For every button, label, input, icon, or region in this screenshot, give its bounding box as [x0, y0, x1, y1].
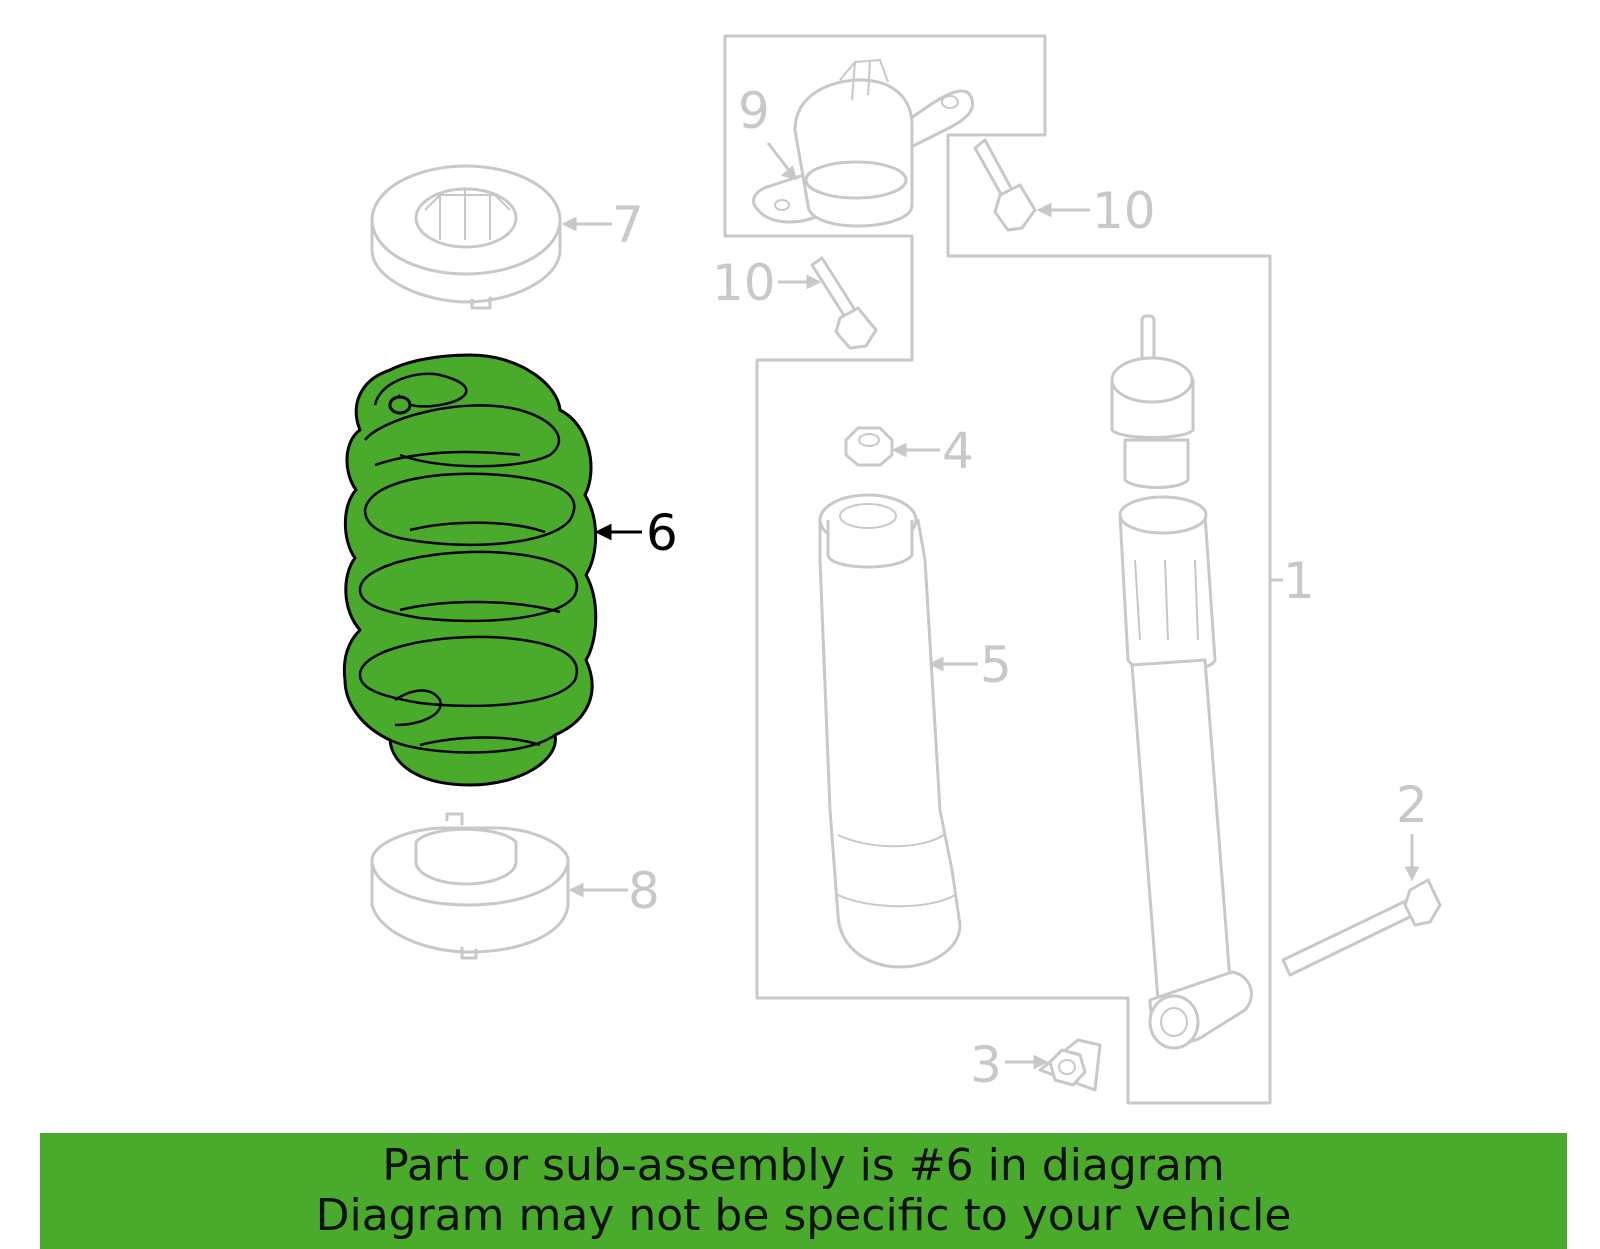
part-10-bolt-upper[interactable]: [973, 138, 1037, 232]
info-banner: Part or sub-assembly is #6 in diagram Di…: [40, 1133, 1567, 1249]
callout-1[interactable]: 1: [1283, 552, 1315, 610]
group-box-9: [723, 34, 1272, 1105]
part-1-shock-absorber[interactable]: [1110, 314, 1253, 1050]
part-9-upper-mount[interactable]: [752, 58, 975, 228]
part-5-dust-boot[interactable]: [818, 493, 962, 969]
callout-4[interactable]: 4: [942, 422, 974, 480]
parts-diagram: 1 2 3 4 5 6 7 8 9 10 10: [342, 34, 1442, 1105]
part-4-nut[interactable]: [844, 426, 894, 467]
part-8-lower-spring-seat[interactable]: [370, 812, 570, 960]
callout-8[interactable]: 8: [628, 862, 660, 920]
callout-10-upper[interactable]: 10: [1092, 182, 1156, 240]
callout-10-lower[interactable]: 10: [712, 254, 776, 312]
part-6-coil-spring[interactable]: [342, 353, 598, 787]
callout-3[interactable]: 3: [970, 1036, 1002, 1094]
part-2-bolt[interactable]: [1281, 878, 1442, 977]
part-10-bolt-lower[interactable]: [810, 256, 878, 350]
part-7-upper-spring-seat[interactable]: [370, 164, 562, 310]
callout-2[interactable]: 2: [1396, 776, 1428, 834]
callout-5[interactable]: 5: [980, 636, 1012, 694]
callout-9[interactable]: 9: [738, 82, 770, 140]
part-3-nut-plate[interactable]: [1038, 1038, 1102, 1092]
banner-line-1: Part or sub-assembly is #6 in diagram: [382, 1140, 1225, 1191]
banner-line-2: Diagram may not be specific to your vehi…: [315, 1190, 1292, 1241]
callout-6[interactable]: 6: [646, 504, 678, 562]
callout-7[interactable]: 7: [612, 196, 644, 254]
